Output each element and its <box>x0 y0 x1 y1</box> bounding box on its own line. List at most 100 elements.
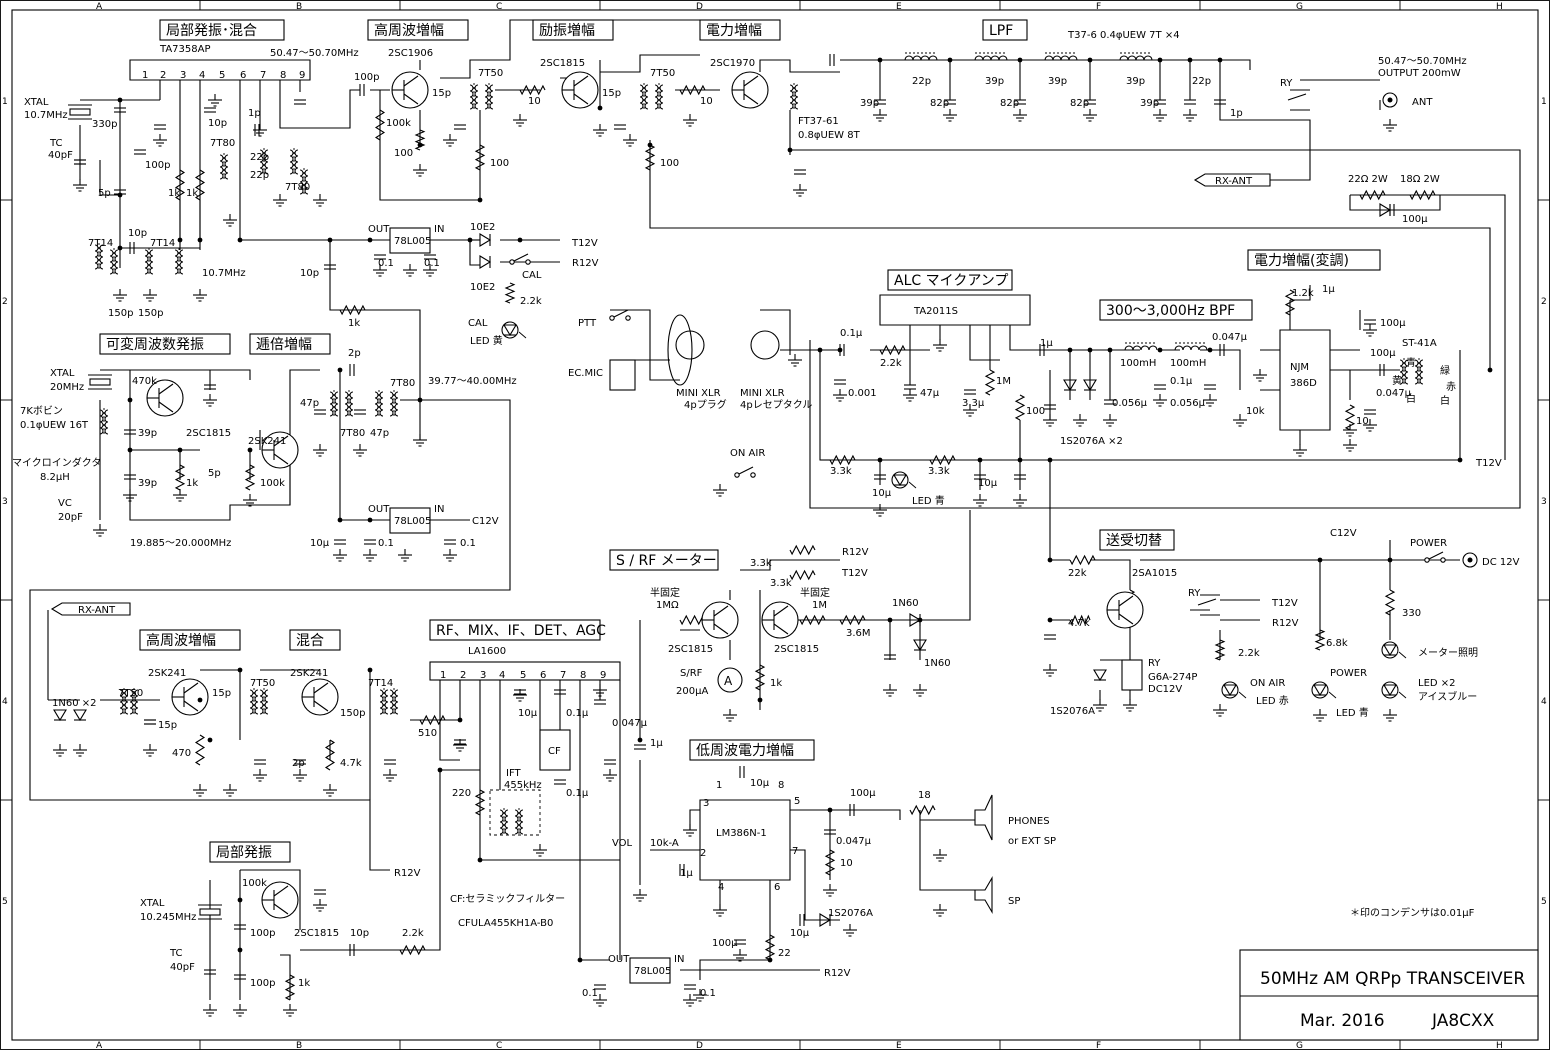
label-xtal3f: 10.245MHz <box>140 912 196 923</box>
wire-110 <box>969 325 1000 361</box>
label-q241b: 2SK241 <box>148 668 186 679</box>
label-c0047d: 0.047μ <box>836 836 872 847</box>
label-ledx2: LED ×2 <box>1418 678 1456 689</box>
label-ft37: FT37-61 <box>798 116 839 127</box>
label-r36m: 3.6M <box>846 628 871 639</box>
wire-66 <box>29 399 511 871</box>
label-r33ka: 3.3k <box>830 466 852 477</box>
label-r1kc: 1k <box>348 318 360 329</box>
label-ap3: 3 <box>703 798 709 809</box>
label-r330: 330 <box>1402 608 1421 619</box>
label-c0056b: 0.056μ <box>1170 398 1206 409</box>
section-title-drv: 励振増幅 <box>539 23 595 39</box>
label-l1p: 1p <box>1230 108 1243 119</box>
label-c100ub: 100μ <box>1380 318 1406 329</box>
label-onair2: ON AIR <box>1250 678 1285 689</box>
label-q1970: 2SC1970 <box>710 58 755 69</box>
label-r100a: 100 <box>394 148 413 159</box>
label-q1815c: 2SC1815 <box>668 644 713 655</box>
grid-row-3-right: 3 <box>1541 497 1547 507</box>
title-text: 50MHz AM QRPp TRANSCEIVER <box>1260 969 1525 989</box>
label-r33kb: 3.3k <box>928 466 950 477</box>
section-box-vfo <box>99 333 231 355</box>
label-t7t80c: 7T80 <box>390 378 415 389</box>
label-r470k: 470k <box>132 376 157 387</box>
label-r220: 220 <box>452 788 471 799</box>
label-c150b: 150p <box>138 308 163 319</box>
label-cfnote: CF:セラミックフィルター <box>450 893 565 905</box>
section-title-lo_mix: 局部発振･混合 <box>166 23 257 39</box>
wire-26 <box>379 90 480 201</box>
title-block: 50MHz AM QRPp TRANSCEIVER Mar. 2016 JA8C… <box>1239 949 1539 1041</box>
label-d2076b: 1S2076A <box>1050 706 1095 717</box>
section-box-af_pa <box>689 739 815 761</box>
label-d10e2b: 10E2 <box>470 282 495 293</box>
wire-87 <box>240 869 301 930</box>
label-lp1: 1 <box>440 670 446 681</box>
label-c10ud: 10μ <box>518 708 538 719</box>
label-c33u: 3.3μ <box>962 398 985 409</box>
label-r12v1: R12V <box>572 258 599 269</box>
section-title-pa: 電力増幅 <box>706 23 762 39</box>
label-ta2011: TA2011S <box>913 306 958 317</box>
label-r100b: 100 <box>490 158 509 169</box>
section-title-rx_mixer: 混合 <box>296 633 324 649</box>
label-pout: OUTPUT 200mW <box>1378 68 1461 79</box>
label-r22ke: 2.2k <box>402 928 424 939</box>
wire-46 <box>790 149 1521 509</box>
label-c01c: 0.1 <box>378 538 394 549</box>
label-r10b: 10 <box>700 96 713 107</box>
label-l82b: 82p <box>1000 98 1019 109</box>
label-t7t80d: 7T80 <box>340 428 365 439</box>
label-r12v4: R12V <box>394 868 421 879</box>
label-bob: 7Kボビン <box>20 405 63 417</box>
label-dc12: DC 12V <box>1482 557 1520 568</box>
label-iceblue: アイスブルー <box>1418 690 1477 703</box>
label-c15pb: 15p <box>602 88 621 99</box>
label-r1ke: 1k <box>770 678 782 689</box>
label-reg3o: OUT <box>608 954 630 965</box>
label-c01b: 0.1 <box>424 258 440 269</box>
wire-125 <box>1279 329 1331 431</box>
grid-row-2-left: 2 <box>2 297 8 307</box>
wire-34 <box>600 54 700 73</box>
label-d10e2a: 10E2 <box>470 222 495 233</box>
section-title-af_pa: 低周波電力増幅 <box>696 743 794 759</box>
label-r1kd: 1k <box>186 478 198 489</box>
grid-col-H-bottom: H <box>1496 1041 1503 1050</box>
grid-col-B-top: B <box>296 2 302 12</box>
wire-137 <box>740 559 840 571</box>
wire-54 <box>100 369 251 380</box>
label-p1: 1 <box>142 70 148 81</box>
grid-col-G-top: G <box>1296 2 1303 12</box>
label-ry2: RY <box>1148 658 1161 669</box>
label-t7t50d: 7T50 <box>250 678 275 689</box>
label-tc3v: 40pF <box>170 962 195 973</box>
grid-col-E-top: E <box>896 2 902 12</box>
section-title-alc: ALC マイクアンプ <box>894 273 1008 289</box>
label-c39pb: 39p <box>138 478 157 489</box>
label-r12v5: R12V <box>824 968 851 979</box>
label-t7t14c: 7T14 <box>368 678 393 689</box>
label-cf: CF <box>548 746 561 757</box>
label-r100d: 100 <box>1026 406 1045 417</box>
label-c1ub: 1μ <box>1322 284 1335 295</box>
label-ap7: 7 <box>792 846 798 857</box>
label-lm386: LM386N-1 <box>716 828 767 839</box>
wire-146 <box>1090 559 1131 590</box>
label-c01f: 0.1μ <box>1170 376 1193 387</box>
label-midori: 緑 <box>1440 364 1450 377</box>
label-c22pb: 22p <box>250 170 269 181</box>
label-r22k: 2.2k <box>520 296 542 307</box>
label-c10uf: 10μ <box>790 928 810 939</box>
label-ledy: LED 黄 <box>470 334 503 347</box>
label-tc1: TC <box>49 138 63 149</box>
label-t7t50a: 7T50 <box>478 68 503 79</box>
label-srf: S/RF <box>680 668 703 679</box>
label-c100pc: 100p <box>250 928 275 939</box>
wire-90 <box>280 954 291 1000</box>
label-cfpart: CFULA455KH1A-B0 <box>458 918 553 929</box>
inner-frame <box>11 9 1539 1041</box>
label-njm: NJM <box>1290 362 1309 373</box>
label-t7t14a: 7T14 <box>88 238 113 249</box>
